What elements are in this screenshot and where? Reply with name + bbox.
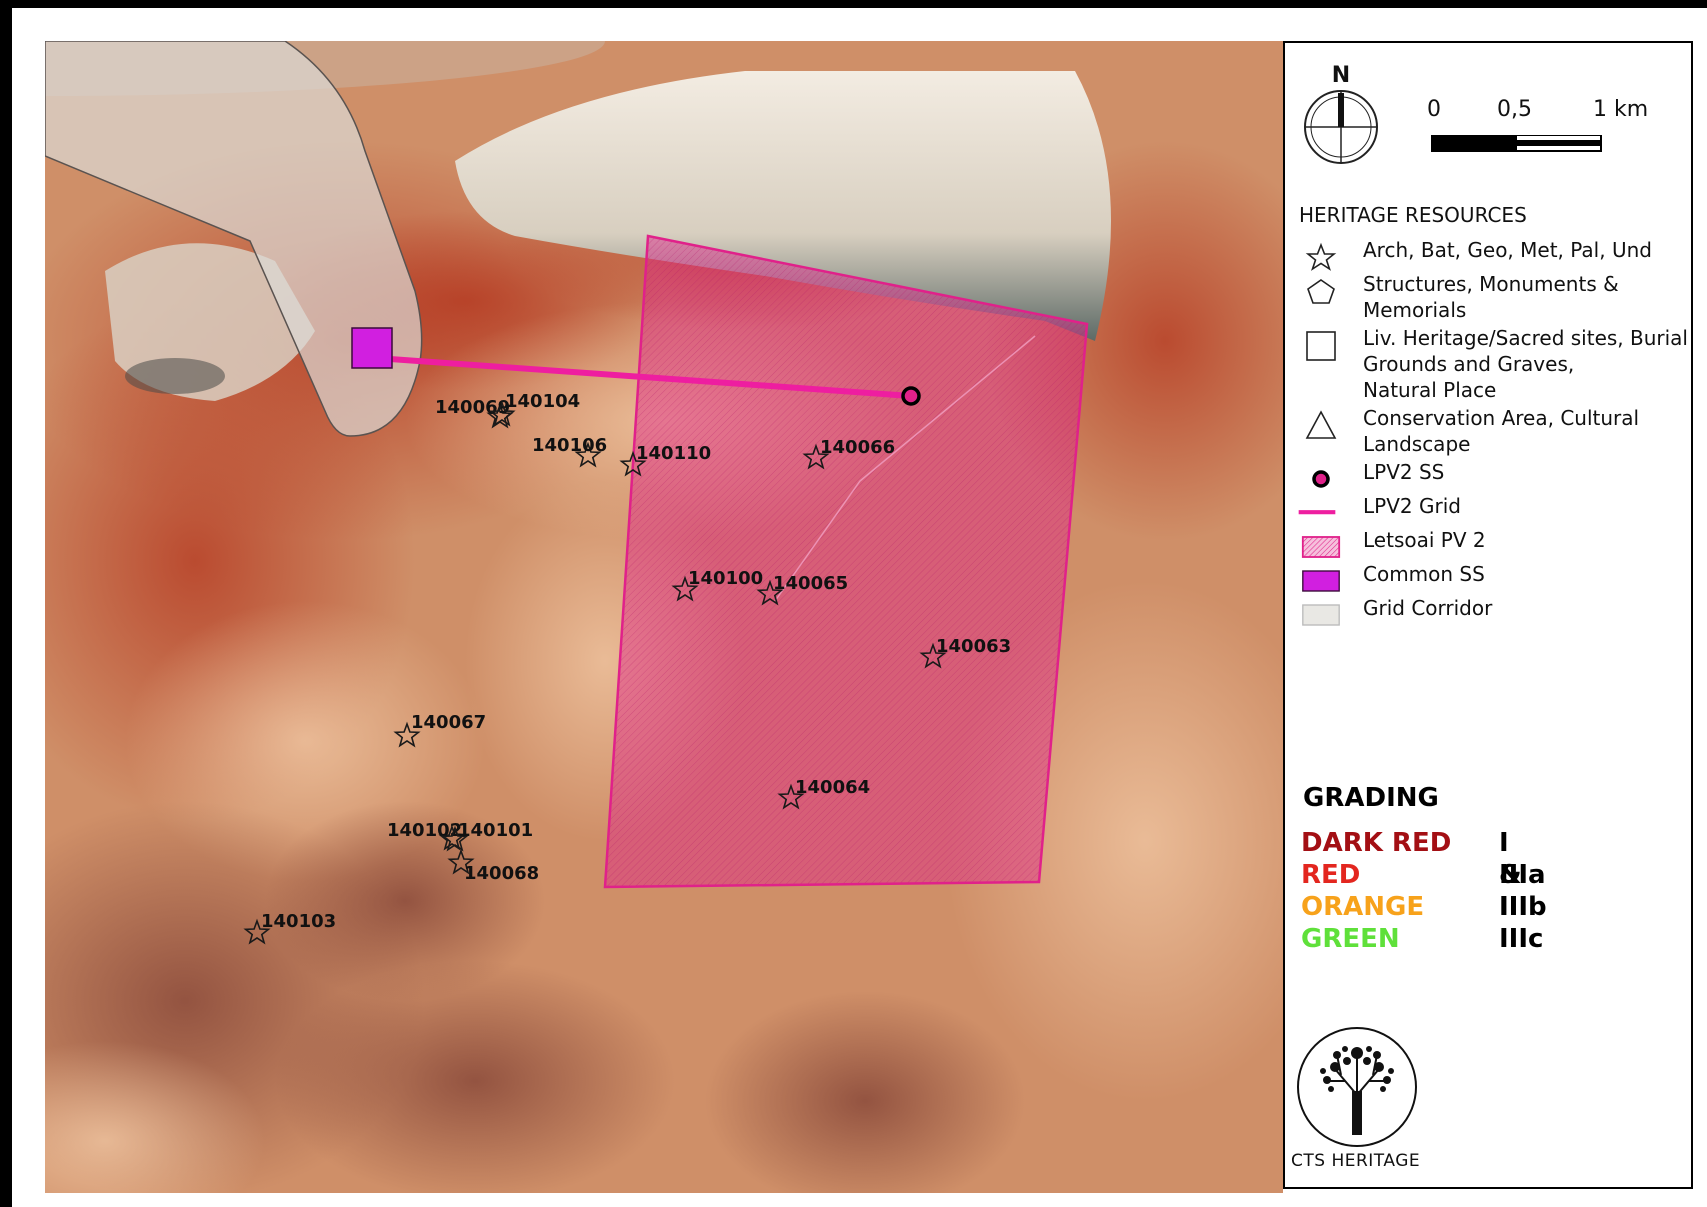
legend-item-arch: Arch, Bat, Geo, Met, Pal, Und bbox=[1301, 237, 1691, 271]
star-icon bbox=[756, 579, 784, 606]
scale-label-1km: 1 km bbox=[1593, 97, 1649, 122]
legend-item-conservation: Conservation Area, Cultural Landscape bbox=[1301, 405, 1691, 461]
star-icon bbox=[802, 443, 830, 470]
star-icon bbox=[574, 441, 602, 468]
site-label: 140066 bbox=[820, 437, 895, 458]
site-label: 140110 bbox=[636, 443, 711, 464]
star-icon bbox=[671, 575, 699, 602]
grading-grade: I & II bbox=[1499, 828, 1522, 922]
site-marker-140104[interactable]: 140104 bbox=[488, 391, 581, 427]
triangle-icon bbox=[1305, 410, 1337, 439]
tree-logo-icon bbox=[1297, 1027, 1417, 1147]
legend-label-arch: Arch, Bat, Geo, Met, Pal, Und bbox=[1363, 238, 1652, 262]
grading-row-green: GREEN IIIc bbox=[1301, 923, 1543, 955]
square-icon bbox=[1306, 331, 1336, 361]
site-label: 140100 bbox=[688, 568, 763, 589]
grading-row-dark-red: DARK RED I & II bbox=[1301, 827, 1522, 922]
star-icon bbox=[919, 642, 947, 669]
site-label: 140106 bbox=[532, 435, 607, 456]
site-label: 140067 bbox=[411, 712, 486, 733]
legend-heading: HERITAGE RESOURCES bbox=[1299, 203, 1527, 227]
grading-name: GREEN bbox=[1301, 924, 1400, 954]
scale-label-mid: 0,5 bbox=[1497, 97, 1532, 122]
site-marker-140100[interactable]: 140100 bbox=[671, 568, 764, 602]
legend-label-structures: Structures, Monuments & Memorials bbox=[1363, 272, 1619, 322]
site-marker-140103[interactable]: 140103 bbox=[243, 911, 337, 945]
site-label: 140068 bbox=[464, 863, 539, 884]
substation-dot-icon bbox=[1312, 470, 1330, 488]
star-icon bbox=[438, 824, 466, 851]
grid-line-icon bbox=[1298, 510, 1336, 515]
internal-track bbox=[774, 335, 1036, 602]
scale-bar bbox=[1431, 135, 1602, 152]
legend-item-letsoai-pv2: Letsoai PV 2 bbox=[1301, 527, 1691, 558]
legend-item-structures: Structures, Monuments & Memorials bbox=[1301, 271, 1691, 327]
legend-label-letsoai-pv2: Letsoai PV 2 bbox=[1363, 528, 1486, 552]
letsoai-pv2-area[interactable] bbox=[603, 234, 1089, 889]
legend-label-lpv2-grid: LPV2 Grid bbox=[1363, 494, 1461, 518]
legend-label-living-heritage: Liv. Heritage/Sacred sites, Burial Groun… bbox=[1363, 326, 1688, 402]
site-marker-140101[interactable]: 140101 bbox=[441, 820, 534, 852]
star-icon bbox=[488, 400, 516, 427]
legend-item-lpv2-ss: LPV2 SS bbox=[1301, 459, 1691, 489]
legend-panel: N 0 0,5 1 km HERITAGE RESOURCES Arch, Ba… bbox=[1283, 41, 1693, 1189]
star-icon bbox=[393, 721, 421, 748]
common-ss-square[interactable] bbox=[351, 327, 393, 369]
common-ss-swatch-icon bbox=[1302, 570, 1340, 592]
site-marker-140067[interactable]: 140067 bbox=[393, 712, 487, 748]
site-label: 140104 bbox=[505, 391, 580, 412]
grading-row-orange: ORANGE IIIb bbox=[1301, 891, 1547, 923]
grading-name: ORANGE bbox=[1301, 892, 1425, 922]
legend-item-living-heritage: Liv. Heritage/Sacred sites, Burial Groun… bbox=[1301, 325, 1691, 405]
star-icon bbox=[619, 450, 647, 477]
logo-text: CTS HERITAGE bbox=[1291, 1151, 1421, 1171]
grading-row-red: RED IIIa bbox=[1301, 859, 1546, 891]
pv-area-swatch-icon bbox=[1301, 536, 1341, 558]
legend-label-conservation: Conservation Area, Cultural Landscape bbox=[1363, 406, 1640, 456]
site-label: 140064 bbox=[795, 777, 870, 798]
grading-grade: IIIc bbox=[1499, 924, 1544, 954]
lpv2-grid-line[interactable] bbox=[389, 356, 912, 399]
legend-label-common-ss: Common SS bbox=[1363, 562, 1485, 586]
lpv2-ss-marker[interactable] bbox=[901, 386, 921, 406]
site-label: 140101 bbox=[458, 820, 533, 841]
site-marker-140110[interactable]: 140110 bbox=[619, 443, 712, 477]
grading-name: RED bbox=[1301, 860, 1361, 890]
star-icon bbox=[447, 848, 475, 875]
site-label: 140102 bbox=[387, 820, 462, 841]
grading-grade: IIIb bbox=[1499, 892, 1547, 922]
site-marker-140065[interactable]: 140065 bbox=[756, 573, 849, 606]
legend-item-lpv2-grid: LPV2 Grid bbox=[1298, 493, 1691, 523]
star-icon bbox=[1305, 242, 1337, 271]
site-label: 140065 bbox=[773, 573, 848, 594]
pentagon-icon bbox=[1307, 279, 1335, 304]
site-label: 140063 bbox=[936, 636, 1011, 657]
site-marker-140064[interactable]: 140064 bbox=[777, 777, 871, 810]
grading-title: GRADING bbox=[1303, 783, 1439, 813]
site-marker-140106[interactable]: 140106 bbox=[532, 435, 607, 468]
grading-grade: IIIa bbox=[1499, 860, 1546, 890]
star-icon bbox=[777, 783, 805, 810]
star-icon bbox=[243, 918, 271, 945]
legend-item-common-ss: Common SS bbox=[1301, 561, 1691, 592]
legend-label-lpv2-ss: LPV2 SS bbox=[1363, 460, 1445, 484]
site-marker-140066[interactable]: 140066 bbox=[802, 437, 896, 470]
legend-item-grid-corridor: Grid Corridor bbox=[1301, 595, 1691, 626]
site-marker-140068[interactable]: 140068 bbox=[447, 848, 540, 884]
site-marker-140063[interactable]: 140063 bbox=[919, 636, 1012, 669]
legend-label-grid-corridor: Grid Corridor bbox=[1363, 596, 1493, 620]
star-icon bbox=[441, 825, 469, 852]
scale-label-0: 0 bbox=[1427, 97, 1441, 122]
corridor-swatch-icon bbox=[1302, 604, 1340, 626]
site-label: 140069 bbox=[435, 397, 510, 418]
north-label: N bbox=[1332, 63, 1350, 88]
grading-name: DARK RED bbox=[1301, 828, 1452, 858]
site-label: 140103 bbox=[261, 911, 336, 932]
north-arrow-icon: N bbox=[1304, 63, 1378, 164]
